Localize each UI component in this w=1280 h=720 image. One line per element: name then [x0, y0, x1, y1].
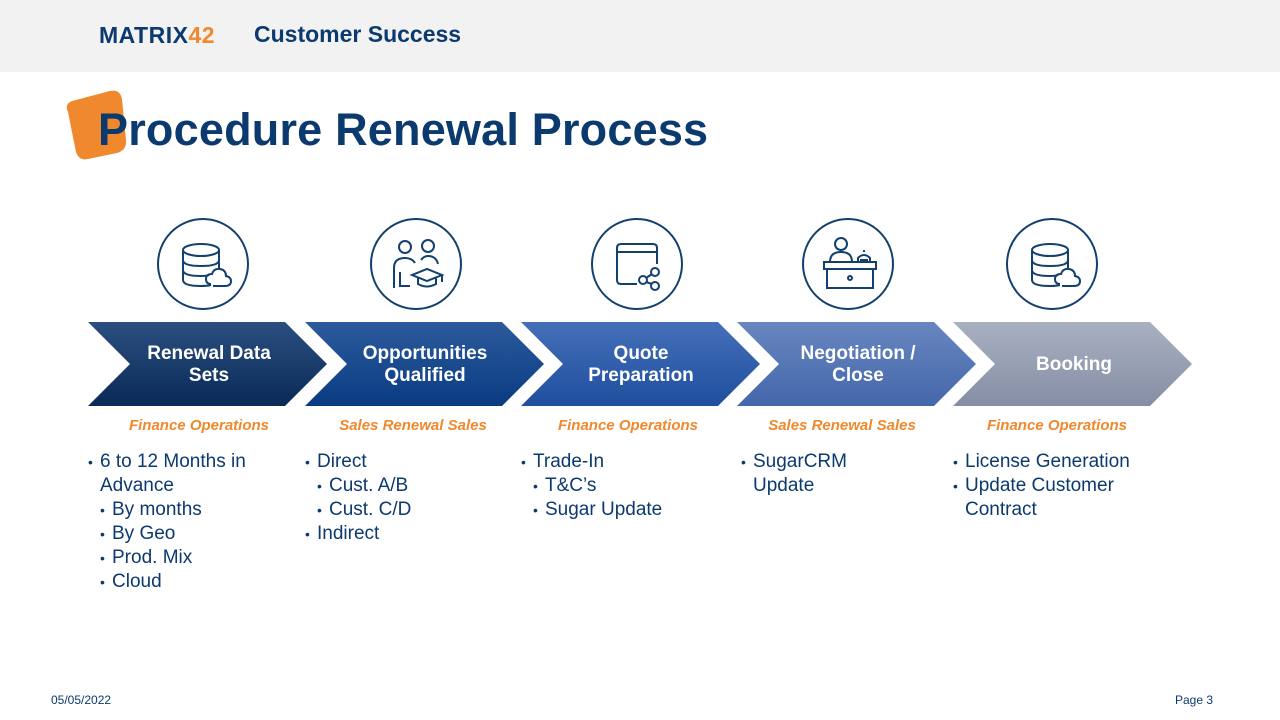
logo-text: MATRIX — [99, 22, 189, 48]
step-2-bullets: Direct Cust. A/B Cust. C/D Indirect — [305, 450, 515, 546]
bullet-item: By Geo — [100, 522, 298, 546]
step-5-bullets: License Generation Update Customer Contr… — [953, 450, 1163, 522]
chevron-step-1 — [88, 322, 327, 406]
bullet-item: License Generation — [953, 450, 1163, 474]
process-chevrons — [88, 322, 1192, 406]
footer-page-number: Page 3 — [1175, 693, 1214, 707]
step-5-label: Booking — [984, 322, 1164, 408]
step-2-label-line2: Qualified — [384, 365, 466, 386]
step-2-icon-circle — [370, 218, 462, 310]
header-bar: MATRIX42 Customer Success — [0, 0, 1280, 72]
matrix42-logo: MATRIX42 — [99, 22, 215, 49]
step-4-bullets: SugarCRM Update — [741, 450, 951, 498]
step-2-role: Sales Renewal Sales — [339, 417, 487, 434]
bullet-continuation: Contract — [965, 499, 1037, 520]
step-3-label-line1: Quote — [613, 343, 669, 364]
step-3-label-line2: Preparation — [588, 365, 694, 386]
bullet-continuation: Update — [753, 475, 815, 496]
bullet-item: Trade-In — [521, 450, 731, 474]
chevron-step-2 — [305, 322, 544, 406]
chevron-step-3 — [521, 322, 760, 406]
footer-date: 05/05/2022 — [51, 693, 112, 707]
bullet-item: By months — [100, 498, 298, 522]
step-1-label-line1: Renewal Data — [147, 343, 271, 364]
step-2-label-line1: Opportunities — [362, 343, 488, 364]
bullet-item: Indirect — [305, 522, 515, 546]
bullet-item: Update Customer — [953, 474, 1163, 498]
step-5-label-line1: Booking — [1036, 354, 1112, 375]
step-5-icon-circle — [1006, 218, 1098, 310]
step-5-role: Finance Operations — [986, 417, 1128, 434]
step-1-label-line2: Sets — [188, 365, 230, 386]
bullet-item: Direct — [305, 450, 515, 474]
bullet-item: 6 to 12 Months in — [88, 450, 298, 474]
step-4-label: Negotiation /Close — [768, 322, 948, 408]
step-3-icon-circle — [591, 218, 683, 310]
bullet-item: Cust. C/D — [317, 498, 515, 522]
database-cloud-icon — [182, 243, 233, 288]
orange-shape-icon — [66, 90, 127, 160]
step-4-label-line1: Negotiation / — [800, 343, 916, 364]
bullet-item: SugarCRM — [741, 450, 951, 474]
bullet-item: Cloud — [100, 570, 298, 594]
page-title: Procedure Renewal Process — [98, 104, 709, 155]
step-4-label-line2: Close — [832, 365, 884, 386]
database-cloud-icon — [1031, 243, 1082, 288]
logo-number: 42 — [188, 22, 216, 48]
step-4-role: Sales Renewal Sales — [768, 417, 916, 434]
step-1-bullets: 6 to 12 Months in Advance By months By G… — [88, 450, 298, 594]
step-3-role: Finance Operations — [557, 417, 699, 434]
step-1-icon-circle — [157, 218, 249, 310]
bullet-continuation: Advance — [100, 475, 174, 496]
people-graduation-icon — [393, 239, 445, 288]
step-3-bullets: Trade-In T&C’s Sugar Update — [521, 450, 731, 522]
bullet-item: Cust. A/B — [317, 474, 515, 498]
bullet-item: T&C’s — [533, 474, 731, 498]
step-4-icon-circle — [802, 218, 894, 310]
step-1-role: Finance Operations — [128, 417, 270, 434]
header-title: Customer Success — [254, 21, 462, 47]
chevron-step-5 — [953, 322, 1192, 406]
bullet-item: Prod. Mix — [100, 546, 298, 570]
reception-desk-icon — [823, 237, 877, 289]
bullet-item: Sugar Update — [533, 498, 731, 522]
chevron-step-4 — [737, 322, 976, 406]
window-share-icon — [616, 243, 660, 291]
